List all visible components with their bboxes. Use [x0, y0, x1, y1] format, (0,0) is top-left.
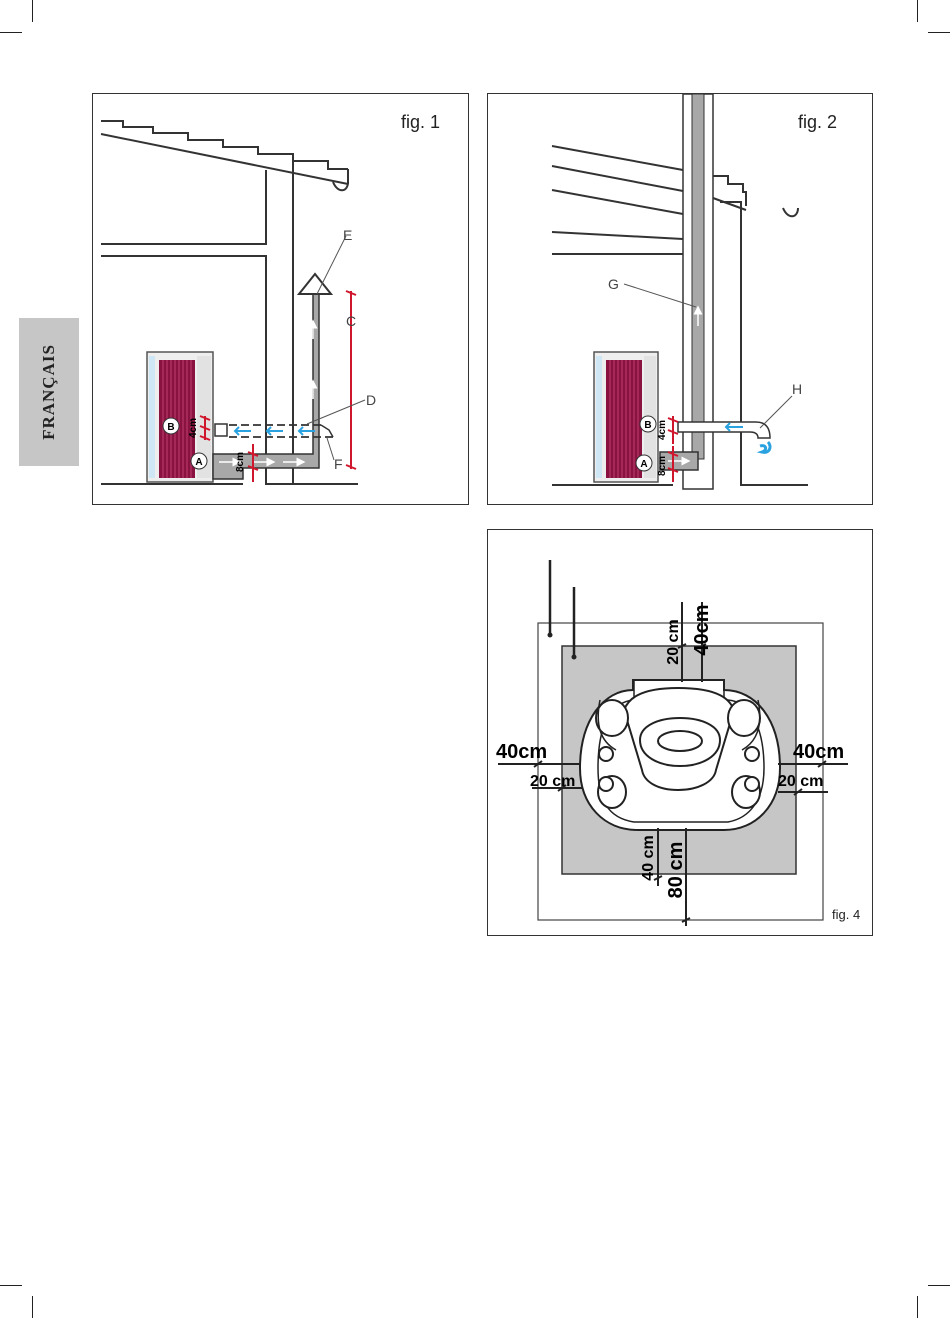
dim-bottom-80cm: 80 cm	[665, 842, 687, 899]
crop-mark	[917, 1296, 918, 1318]
stove-top-view	[580, 680, 780, 830]
crop-mark	[0, 1285, 22, 1286]
dim-left-40cm: 40cm	[496, 741, 547, 763]
crop-mark	[0, 32, 22, 33]
label-f: F	[334, 456, 343, 472]
label-d: D	[366, 392, 376, 408]
dim-bottom-40cm: 40 cm	[640, 835, 657, 880]
language-label: FRANÇAIS	[39, 344, 59, 440]
crop-mark	[32, 0, 33, 22]
crop-mark	[928, 1285, 950, 1286]
crop-mark	[32, 1296, 33, 1318]
figure-2-caption: fig. 2	[798, 112, 837, 133]
dim-left-20cm: 20 cm	[530, 773, 575, 790]
dim-4cm: 4cm	[188, 418, 199, 438]
dim-8cm: 8cm	[657, 456, 668, 476]
dim-right-20cm: 20 cm	[778, 773, 823, 790]
roof	[552, 146, 798, 254]
crop-mark	[928, 32, 950, 33]
label-e: E	[343, 227, 352, 243]
dim-top-40cm: 40cm	[691, 604, 713, 655]
figure-1-caption: fig. 1	[401, 112, 440, 133]
label-a: A	[195, 457, 202, 468]
figure-4: 20 cm 40cm 40cm 20 cm 40cm 20 cm 40 cm 8…	[487, 529, 873, 936]
figure-2-drawing: B A 4cm 8cm G H	[488, 94, 873, 505]
label-c: C	[346, 313, 356, 329]
crop-mark	[917, 0, 918, 22]
label-a: A	[640, 459, 647, 470]
figure-2: B A 4cm 8cm G H fig. 2	[487, 93, 873, 505]
dim-right-40cm: 40cm	[793, 741, 844, 763]
dim-8cm: 8cm	[235, 452, 246, 472]
dimension-marks	[668, 416, 678, 482]
language-tab: FRANÇAIS	[19, 318, 79, 466]
label-g: G	[608, 276, 619, 292]
flue-duct	[213, 274, 331, 479]
dim-4cm: 4cm	[657, 420, 668, 440]
dim-top-20cm: 20 cm	[665, 619, 682, 664]
figure-4-drawing: 20 cm 40cm 40cm 20 cm 40cm 20 cm 40 cm 8…	[488, 530, 873, 936]
label-b: B	[167, 422, 174, 433]
figure-1: B A 4cm 8cm E C D F fig. 1	[92, 93, 469, 505]
label-b: B	[644, 420, 651, 431]
label-h: H	[792, 381, 802, 397]
figure-1-drawing: B A 4cm 8cm E C D F	[93, 94, 469, 505]
figure-4-caption: fig. 4	[832, 907, 860, 922]
roof	[101, 121, 348, 190]
